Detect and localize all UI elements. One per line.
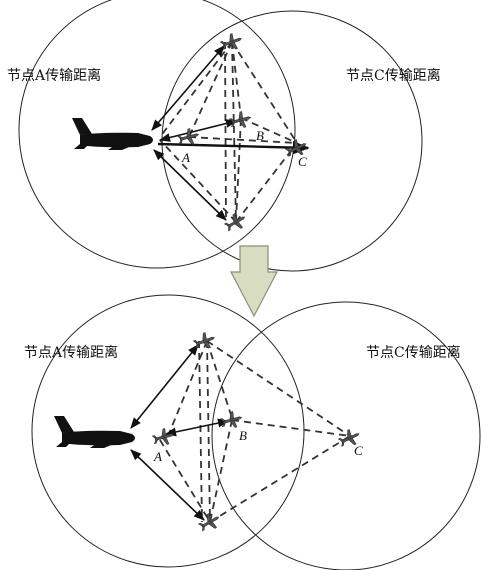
node-c-label: C — [298, 154, 307, 169]
node-a-label: A — [181, 150, 190, 165]
uav-icon — [227, 109, 254, 132]
uav-icon — [218, 30, 245, 54]
node-b-label: B — [256, 128, 264, 143]
node-c-range-circle — [211, 301, 481, 570]
node-b-label: B — [239, 428, 247, 443]
node-a-range-circle — [18, 0, 296, 269]
node-c-range-label: 节点C传输距离 — [346, 67, 441, 84]
node-c-range-circle — [161, 10, 423, 272]
solid-links — [151, 45, 310, 221]
node-a-range-label: 节点A传输距离 — [24, 344, 118, 361]
bottom-scene: 节点A传输距离 节点C传输距离 A B C — [24, 294, 481, 570]
dashed-links — [159, 340, 351, 523]
solid-links — [130, 344, 230, 521]
manned-aircraft-icon — [54, 416, 135, 448]
top-scene: 节点A传输距离 节点C传输距离 A — [7, 0, 441, 272]
manned-aircraft-icon — [72, 118, 153, 150]
node-a-range-label: 节点A传输距离 — [7, 67, 101, 84]
node-a-range-circle — [31, 294, 305, 568]
dashed-links — [159, 41, 298, 223]
node-c-label: C — [354, 443, 363, 458]
node-a-label: A — [153, 449, 162, 464]
node-c-range-label: 节点C传输距离 — [366, 344, 461, 361]
transition-down-arrow — [230, 245, 278, 318]
